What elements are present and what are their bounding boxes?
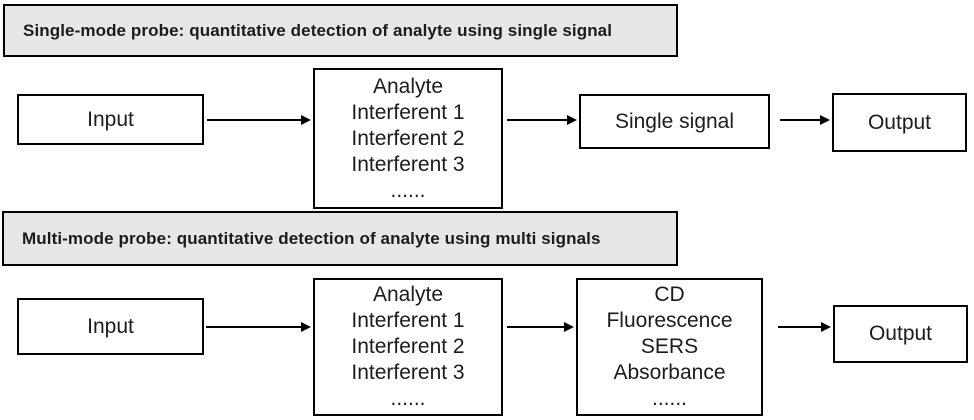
- arrow-shaft: [507, 326, 564, 328]
- multi-output-box: Output: [833, 305, 968, 363]
- single-arrow-sample-to-signal-icon: [507, 113, 577, 127]
- sample-line: Interferent 2: [351, 335, 465, 358]
- sample-line: Interferent 3: [351, 361, 465, 384]
- arrow-head-icon: [567, 115, 577, 125]
- sample-line-ellipsis: ......: [390, 387, 426, 410]
- sample-line-ellipsis: ......: [390, 178, 426, 202]
- arrow-head-icon: [821, 322, 831, 332]
- single-output-box: Output: [832, 93, 967, 152]
- sample-line: Analyte: [372, 283, 444, 306]
- arrow-head-icon: [564, 322, 574, 332]
- arrow-head-icon: [301, 115, 311, 125]
- multi-sample-box: Analyte Interferent 1 Interferent 2 Inte…: [313, 278, 503, 416]
- multi-arrow-input-to-sample-icon: [206, 320, 311, 334]
- single-signal-label: Single signal: [614, 109, 735, 133]
- signal-line: Fluorescence: [606, 309, 733, 332]
- sample-line: Interferent 1: [351, 100, 465, 124]
- multi-signals-box: CD Fluorescence SERS Absorbance ......: [576, 278, 763, 416]
- signal-line: CD: [654, 283, 685, 306]
- arrow-shaft: [206, 326, 301, 328]
- signal-line: Absorbance: [613, 361, 726, 384]
- single-arrow-input-to-sample-icon: [207, 113, 311, 127]
- multi-arrow-sample-to-signals-icon: [507, 320, 574, 334]
- arrow-shaft: [778, 326, 821, 328]
- arrow-shaft: [507, 119, 567, 121]
- arrow-shaft: [207, 119, 301, 121]
- signal-line-ellipsis: ......: [651, 387, 687, 410]
- multi-input-label: Input: [87, 314, 134, 338]
- arrow-head-icon: [301, 322, 311, 332]
- sample-line: Interferent 3: [351, 152, 465, 176]
- single-input-box: Input: [17, 94, 204, 145]
- arrow-shaft: [780, 119, 820, 121]
- sample-line: Analyte: [372, 74, 444, 98]
- single-signal-box: Single signal: [579, 94, 770, 149]
- sample-line: Interferent 1: [351, 309, 465, 332]
- multi-output-label: Output: [868, 322, 933, 345]
- single-arrow-signal-to-output-icon: [780, 113, 830, 127]
- multi-input-box: Input: [17, 298, 204, 355]
- multi-arrow-signals-to-output-icon: [778, 320, 831, 334]
- single-mode-header: Single-mode probe: quantitative detectio…: [3, 4, 678, 57]
- signal-line: SERS: [640, 335, 699, 358]
- single-sample-box: Analyte Interferent 1 Interferent 2 Inte…: [313, 68, 503, 209]
- single-input-label: Input: [87, 107, 134, 131]
- single-output-label: Output: [867, 110, 932, 134]
- multi-mode-header: Multi-mode probe: quantitative detection…: [2, 211, 678, 266]
- arrow-head-icon: [820, 115, 830, 125]
- single-mode-header-label: Single-mode probe: quantitative detectio…: [23, 20, 613, 40]
- sample-line: Interferent 2: [351, 126, 465, 150]
- multi-mode-header-label: Multi-mode probe: quantitative detection…: [22, 228, 601, 248]
